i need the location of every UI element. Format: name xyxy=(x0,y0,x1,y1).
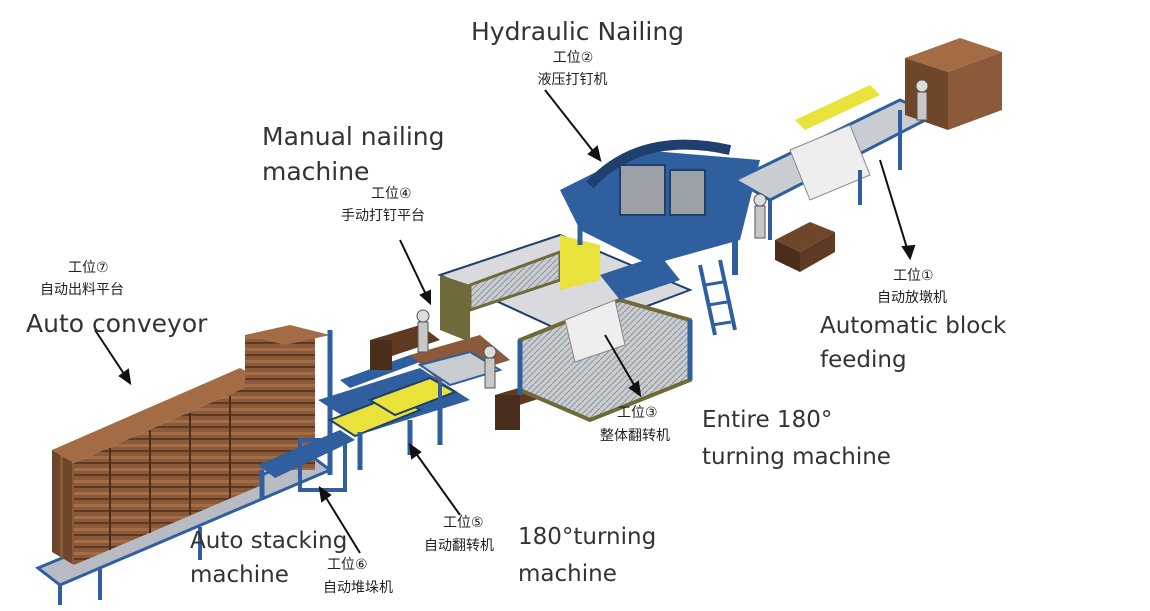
station-1-chinese-label: 自动放墩机 xyxy=(877,290,947,306)
pointer-arrow-icon xyxy=(544,89,602,162)
station-5-english-label-line1: 180°turning xyxy=(518,524,657,550)
block-feeding-conveyor xyxy=(731,85,939,240)
worker-icon xyxy=(416,309,430,353)
station-4-number: 工位④ xyxy=(371,186,412,202)
pointer-arrow-icon xyxy=(879,159,916,261)
hydraulic-nailing-machine xyxy=(560,139,760,336)
pointer-arrow-icon xyxy=(408,442,461,516)
station-4-english-label-line1: Manual nailing xyxy=(262,122,445,151)
pointer-arrow-icon xyxy=(604,334,642,398)
station-6-number: 工位⑥ xyxy=(327,557,368,573)
station-3-number: 工位③ xyxy=(617,405,658,421)
station-2-number: 工位② xyxy=(552,50,594,66)
pointer-arrow-icon xyxy=(318,485,361,554)
station-5-chinese-label: 自动翻转机 xyxy=(424,538,494,554)
pointer-arrow-icon xyxy=(399,239,431,306)
station-6-chinese-label: 自动堆垛机 xyxy=(323,580,393,596)
station-4-chinese-label: 手动打钉平台 xyxy=(341,208,425,224)
pointer-arrow-icon xyxy=(94,329,132,386)
station-6-english-label-line1: Auto stacking xyxy=(190,528,348,554)
station-7-english-label: Auto conveyor xyxy=(26,309,208,338)
worker-icon xyxy=(483,345,497,389)
station-6-english-label-line2: machine xyxy=(190,562,289,588)
station-5-english-label-line2: machine xyxy=(518,561,617,587)
station-4-english-label-line2: machine xyxy=(262,157,370,186)
station-2-english-label: Hydraulic Nailing xyxy=(470,17,685,46)
pallet-stack-icon xyxy=(52,368,262,565)
station-2-chinese-label: 液压打钉机 xyxy=(537,72,608,88)
wood-block-icon xyxy=(775,222,835,272)
station-7-chinese-label: 自动出料平台 xyxy=(40,282,124,298)
station-3-english-label-line2: turning machine xyxy=(702,444,891,470)
station-1-english-label-line2: feeding xyxy=(820,347,907,373)
station-7-number: 工位⑦ xyxy=(68,260,109,276)
pointer-arrows xyxy=(94,89,916,554)
station-5-number: 工位⑤ xyxy=(443,515,484,531)
worker-icon xyxy=(753,193,767,239)
entire-turning-machine xyxy=(437,233,693,423)
station-1-number: 工位① xyxy=(893,268,934,284)
station-3-chinese-label: 整体翻转机 xyxy=(600,428,670,444)
station-3-english-label-line1: Entire 180° xyxy=(702,407,833,433)
auto-stacking-machine xyxy=(245,325,355,500)
worker-icon xyxy=(915,79,929,121)
station-1-english-label-line1: Automatic block xyxy=(820,313,1007,339)
